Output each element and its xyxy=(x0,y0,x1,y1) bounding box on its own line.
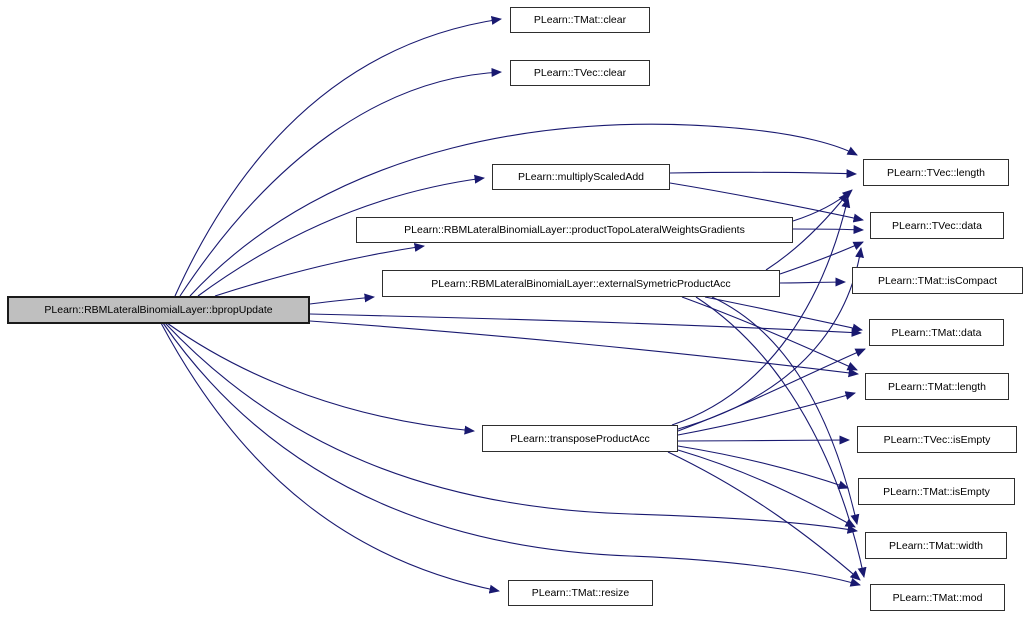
edge-bprop-to-tvec-length xyxy=(189,123,858,297)
edge-bprop-to-transpose-product xyxy=(166,322,475,435)
node-multiply-scaled-add[interactable]: PLearn::multiplyScaledAdd xyxy=(492,164,670,190)
node-tmat-iscompact[interactable]: PLearn::TMat::isCompact xyxy=(852,267,1023,294)
edge-bprop-to-tmat-resize xyxy=(160,322,500,594)
edge-bprop-to-external-symetric xyxy=(309,293,375,305)
node-tvec-length[interactable]: PLearn::TVec::length xyxy=(863,159,1009,186)
edge-ext-to-tvec-length xyxy=(765,192,849,271)
edge-tpa-to-tmat-length xyxy=(677,391,856,436)
edge-ext-to-tvec-data xyxy=(779,241,864,275)
node-tmat-isempty[interactable]: PLearn::TMat::isEmpty xyxy=(858,478,1015,505)
edge-tpa-to-tmat-isempty xyxy=(677,445,849,490)
edge-bprop-to-tmat-clear xyxy=(174,15,502,297)
edge-bprop-to-multiply-scaled-add xyxy=(197,174,485,297)
edge-ext-to-tmat-length xyxy=(681,296,858,371)
node-tvec-isempty[interactable]: PLearn::TVec::isEmpty xyxy=(857,426,1017,453)
node-tmat-data[interactable]: PLearn::TMat::data xyxy=(869,319,1004,346)
edge-tpa-to-tmat-width xyxy=(677,449,856,528)
node-tmat-resize[interactable]: PLearn::TMat::resize xyxy=(508,580,653,606)
edge-tpa-to-tvec-isempty xyxy=(677,435,850,445)
edge-msa-to-tvec-data xyxy=(669,182,864,223)
edge-msa-to-tvec-length xyxy=(669,169,857,179)
node-tmat-length[interactable]: PLearn::TMat::length xyxy=(865,373,1009,400)
node-bprop-update: PLearn::RBMLateralBinomialLayer::bpropUp… xyxy=(7,296,310,324)
edge-bprop-to-tmat-width xyxy=(164,322,858,534)
edge-tpa-to-tmat-data xyxy=(677,348,866,432)
edge-tpa-to-tmat-mod xyxy=(667,451,861,581)
edge-bprop-to-product-topo xyxy=(214,242,425,297)
node-transpose-product-acc[interactable]: PLearn::transposeProductAcc xyxy=(482,425,678,452)
node-tvec-clear[interactable]: PLearn::TVec::clear xyxy=(510,60,650,86)
edge-ext-to-tmat-width xyxy=(711,296,860,525)
node-tmat-width[interactable]: PLearn::TMat::width xyxy=(865,532,1007,559)
edge-ext-to-tmat-data xyxy=(704,296,863,333)
edge-ptopo-to-tvec-data xyxy=(792,225,864,235)
node-tmat-clear[interactable]: PLearn::TMat::clear xyxy=(510,7,650,33)
node-tmat-mod[interactable]: PLearn::TMat::mod xyxy=(870,584,1005,611)
node-product-topo-lateral-weights-gradients[interactable]: PLearn::RBMLateralBinomialLayer::product… xyxy=(356,217,793,243)
edge-ext-to-tmat-mod xyxy=(695,296,867,578)
edge-tpa-to-tvec-length xyxy=(671,197,851,426)
edge-bprop-to-tmat-mod xyxy=(162,322,861,587)
edge-bprop-to-tmat-length xyxy=(309,320,859,378)
edge-bprop-to-tvec-clear xyxy=(179,67,502,297)
node-tvec-data[interactable]: PLearn::TVec::data xyxy=(870,212,1004,239)
node-external-symetric-product-acc[interactable]: PLearn::RBMLateralBinomialLayer::externa… xyxy=(382,270,780,297)
edge-ext-to-tmat-iscompact xyxy=(779,277,846,287)
edge-bprop-to-tmat-data xyxy=(309,313,862,337)
